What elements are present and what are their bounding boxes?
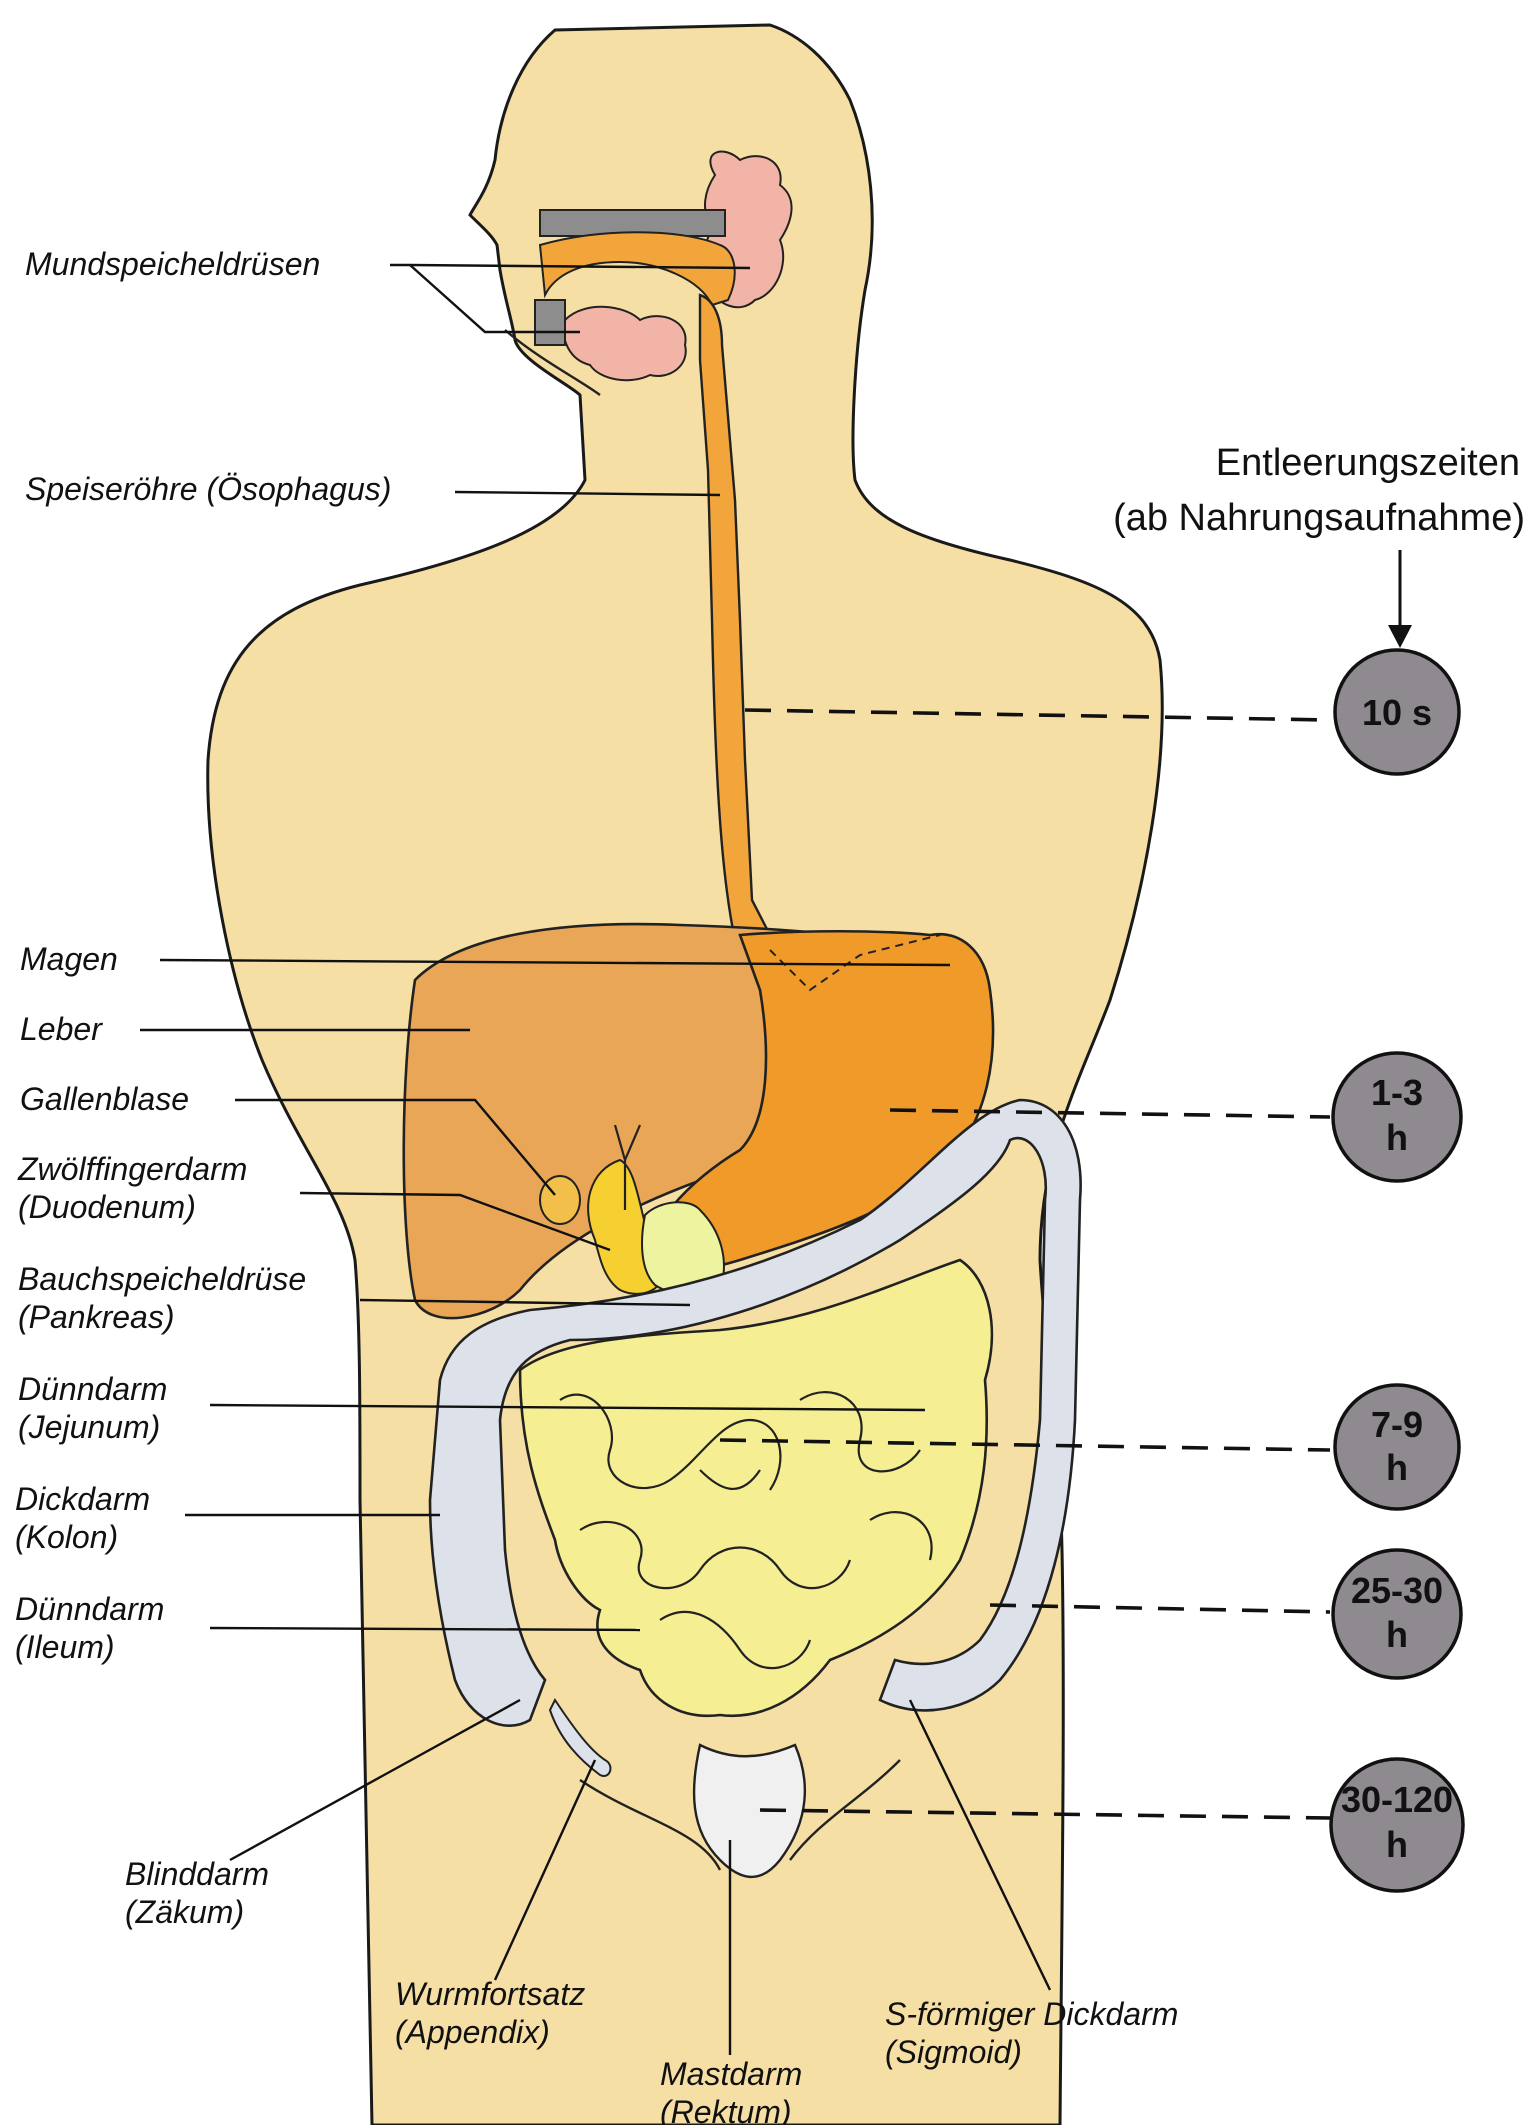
pelvic-line [579,1759,901,1871]
label-magen: Magen [20,941,118,977]
labels-group: Mundspeicheldrüsen Speiseröhre (Ösophagu… [15,246,1178,2125]
time-circle-7-9h: 7-9 h [1333,1383,1461,1511]
label-blinddarm-2: (Zäkum) [125,1894,244,1930]
rectum [692,1743,807,1879]
time-label-7-9h-line1: 7-9 [1371,1404,1423,1445]
time-label-30-120h-line2: h [1386,1824,1408,1865]
label-mundspeicheldruesen: Mundspeicheldrüsen [25,246,320,282]
leader-lines [140,263,1052,2055]
label-sigmoid-2: (Sigmoid) [885,2034,1022,2070]
bile-duct [613,1124,642,1210]
submandibular-gland [562,305,687,382]
esophagus [698,293,772,942]
label-zwoelffingerdarm-1: Zwölffingerdarm [17,1151,247,1187]
time-label-7-9h-line2: h [1386,1447,1408,1488]
label-gallenblase: Gallenblase [20,1081,189,1117]
time-circle-1-3h: 1-3 h [1331,1051,1463,1183]
label-speiseroehre: Speiseröhre (Ösophagus) [25,471,391,507]
label-blinddarm-1: Blinddarm [125,1856,269,1892]
label-dickdarm-1: Dickdarm [15,1481,150,1517]
time-circle-10s: 10 s [1333,648,1461,776]
time-label-25-30h-line2: h [1386,1614,1408,1655]
label-wurmfortsatz-1: Wurmfortsatz [395,1976,585,2012]
appendix [548,1698,612,1777]
time-circle-30-120h: 30-120 h [1329,1757,1465,1893]
header-arrow-head [1388,625,1412,648]
label-wurmfortsatz-2: (Appendix) [395,2014,550,2050]
time-label-1-3h-line1: 1-3 [1371,1072,1423,1113]
time-label-30-120h-line1: 30-120 [1341,1779,1453,1820]
header-title-line1: Entleerungszeiten [1216,442,1520,484]
time-dash-lines [719,708,1331,1820]
stomach-fold [769,934,941,992]
small-intestine [518,1258,994,1718]
label-mastdarm-2: (Rektum) [660,2094,792,2125]
label-bauchspeicheldruese-2: (Pankreas) [18,1299,175,1335]
label-duenndarm-jejunum-2: (Jejunum) [18,1409,160,1445]
mouth-cavity [538,231,736,307]
label-duenndarm-jejunum-1: Dünndarm [18,1371,167,1407]
label-dickdarm-2: (Kolon) [15,1519,118,1555]
label-sigmoid-1: S-förmiger Dickdarm [885,1996,1178,2032]
jaw-line [504,329,601,396]
time-circles: 10 s 1-3 h 7-9 h 25-30 h 30-120 h [1329,648,1465,1893]
time-label-10s: 10 s [1362,692,1432,733]
time-label-1-3h-line2: h [1386,1117,1408,1158]
label-leber: Leber [20,1011,103,1047]
time-label-25-30h-line1: 25-30 [1351,1570,1443,1611]
label-mastdarm-1: Mastdarm [660,2056,802,2092]
label-duenndarm-ileum-1: Dünndarm [15,1591,164,1627]
label-bauchspeicheldruese-1: Bauchspeicheldrüse [18,1261,306,1297]
time-circle-25-30h: 25-30 h [1331,1548,1463,1680]
header-title-line2: (ab Nahrungsaufnahme) [1113,497,1525,539]
tongue-base [534,299,566,346]
label-duenndarm-ileum-2: (Ileum) [15,1629,115,1665]
intestine-loops [559,1391,933,1670]
colon [428,1098,1082,1727]
label-zwoelffingerdarm-2: (Duodenum) [18,1189,196,1225]
